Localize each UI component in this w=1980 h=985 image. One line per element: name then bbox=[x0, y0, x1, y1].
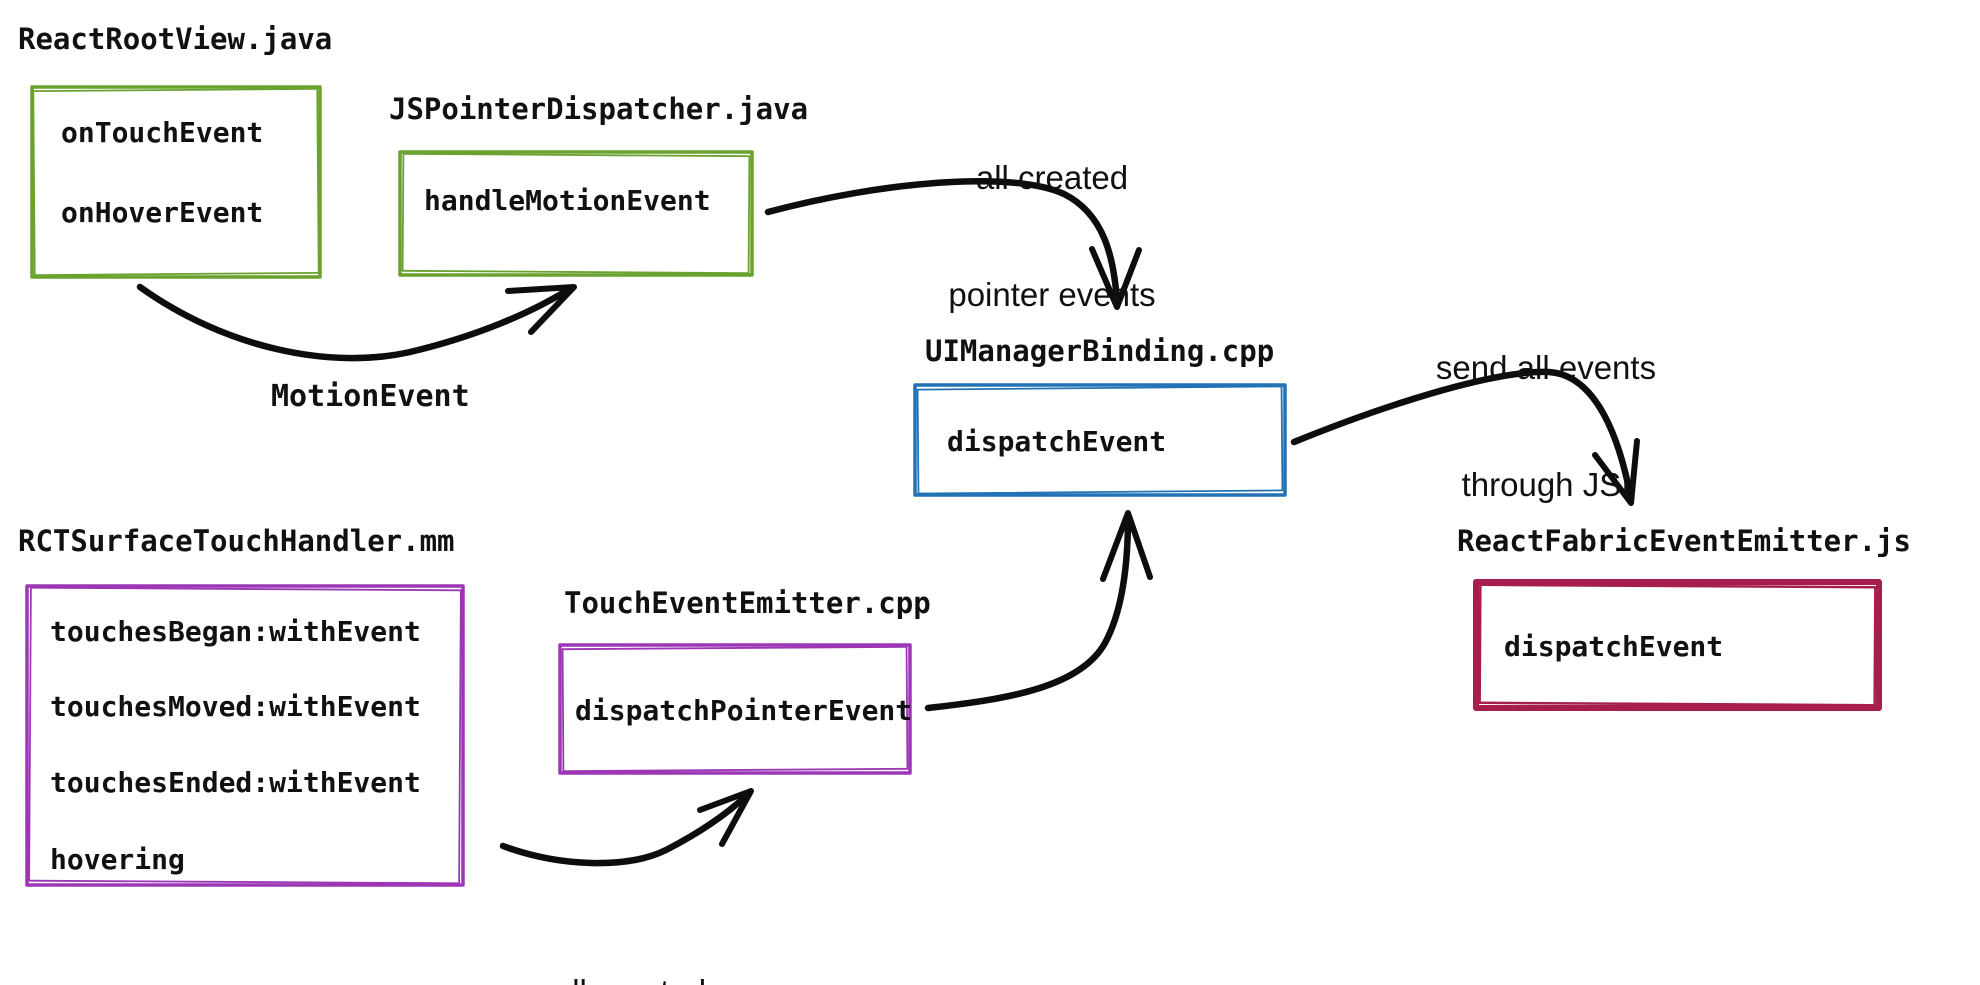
rct-surface-touch-handler-box bbox=[25, 584, 465, 887]
arrow-all-pointer-events-top bbox=[764, 178, 1142, 310]
arrow-dispatch-pointer-to-binding bbox=[924, 510, 1153, 712]
method-dispatch-event-binding: dispatchEvent bbox=[947, 425, 1167, 458]
edge-label-line: through JSI bbox=[1461, 466, 1631, 503]
method-dispatch-pointer-event: dispatchPointerEvent bbox=[575, 694, 913, 727]
method-on-hover-event: onHoverEvent bbox=[61, 196, 264, 229]
edge-label-line: all created bbox=[975, 159, 1129, 196]
js-pointer-dispatcher-title: JSPointerDispatcher.java bbox=[389, 92, 809, 126]
method-touches-began: touchesBegan:withEvent bbox=[50, 615, 421, 648]
edge-label-motion-event: MotionEvent bbox=[271, 379, 470, 414]
method-touches-moved: touchesMoved:withEvent bbox=[50, 690, 421, 723]
touch-event-emitter-box bbox=[558, 643, 912, 775]
arrow-send-through-jsi bbox=[1290, 368, 1640, 506]
ui-manager-binding-title: UIManagerBinding.cpp bbox=[925, 334, 1275, 368]
arrow-all-pointer-events-bottom bbox=[499, 788, 754, 867]
react-fabric-event-emitter-box bbox=[1473, 579, 1882, 711]
edge-label-line: pointer events bbox=[948, 276, 1156, 313]
edge-label-all-created-pointer-events-bottom: all created pointer events bbox=[526, 894, 733, 985]
method-hovering: hovering bbox=[50, 843, 185, 876]
method-touches-ended: touchesEnded:withEvent bbox=[50, 766, 421, 799]
arrow-motion-event bbox=[136, 283, 577, 362]
method-on-touch-event: onTouchEvent bbox=[61, 116, 264, 149]
touch-event-emitter-title: TouchEventEmitter.cpp bbox=[564, 586, 931, 620]
edge-label-line: all created bbox=[526, 972, 733, 985]
edge-label-all-created-pointer-events-top: all created pointer events bbox=[948, 80, 1155, 392]
react-root-view-box bbox=[30, 85, 322, 279]
method-handle-motion-event: handleMotionEvent bbox=[424, 184, 711, 217]
react-fabric-event-emitter-title: ReactFabricEventEmitter.js bbox=[1457, 524, 1911, 558]
rct-surface-touch-handler-title: RCTSurfaceTouchHandler.mm bbox=[18, 524, 455, 558]
method-dispatch-event-emitter: dispatchEvent bbox=[1504, 630, 1724, 663]
react-root-view-title: ReactRootView.java bbox=[18, 22, 333, 56]
js-pointer-dispatcher-box bbox=[398, 150, 754, 277]
ui-manager-binding-box bbox=[913, 383, 1287, 497]
edge-label-send-all-events-through-jsi: send all events through JSI bbox=[1436, 270, 1656, 582]
edge-label-line: send all events bbox=[1435, 349, 1657, 386]
